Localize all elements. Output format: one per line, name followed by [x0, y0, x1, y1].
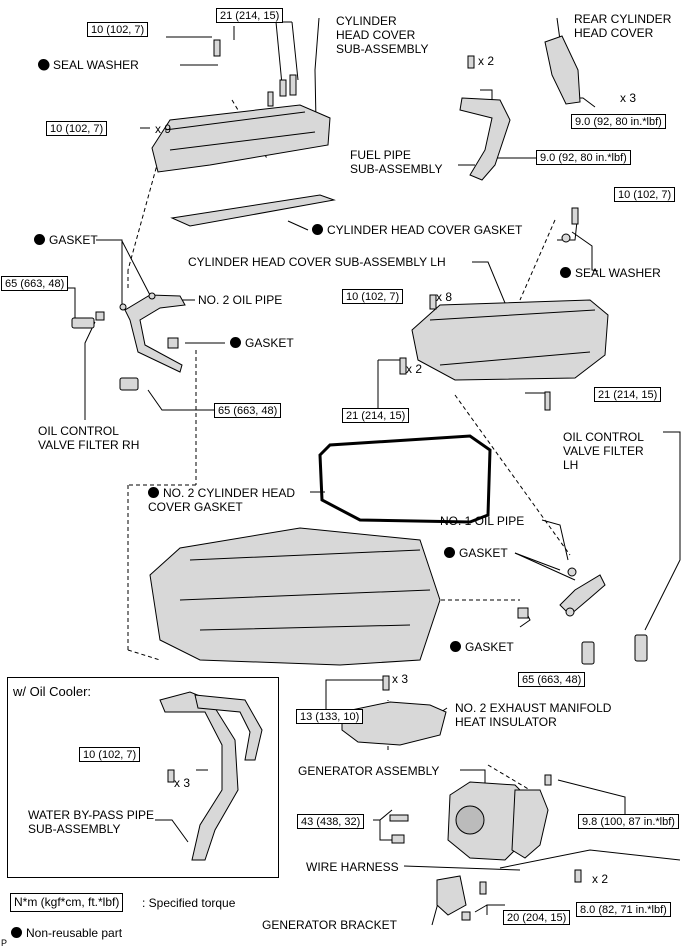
label-cylinder-head-cover: CYLINDER HEAD COVER SUB-ASSEMBLY	[336, 14, 429, 56]
non-reusable-dot	[230, 337, 241, 348]
label-gasket-4: GASKET	[450, 640, 514, 654]
label-gasket-1: GASKET	[34, 233, 98, 247]
label-no2-exhaust-heat-insulator: NO. 2 EXHAUST MANIFOLD HEAT INSULATOR	[455, 701, 612, 729]
qty-x2-wire: x 2	[592, 872, 609, 886]
label-no2-cyl-head-cover-gasket: NO. 2 CYLINDER HEAD COVER GASKET	[148, 486, 295, 514]
torque-13: 13 (133, 10)	[296, 709, 364, 724]
non-reusable-dot	[34, 234, 45, 245]
gasket-text: GASKET	[245, 336, 294, 350]
label-gasket-3: GASKET	[444, 546, 508, 560]
label-seal-washer-2: SEAL WASHER	[560, 266, 661, 280]
gasket-text: GASKET	[465, 640, 514, 654]
label-fuel-pipe: FUEL PIPE SUB-ASSEMBLY	[350, 148, 443, 176]
legend-torque-units: N*m (kgf*cm, ft.*lbf)	[10, 893, 124, 912]
torque-10-e: 10 (102, 7)	[79, 747, 141, 762]
qty-x3-rear: x 3	[620, 91, 637, 105]
torque-9-8: 9.8 (100, 87 in.*lbf)	[578, 814, 679, 829]
torque-10-d: 10 (102, 7)	[342, 289, 404, 304]
label-no2-oil-pipe: NO. 2 OIL PIPE	[198, 293, 283, 307]
label-generator-assembly: GENERATOR ASSEMBLY	[298, 764, 440, 778]
legend-non-reusable: Non-reusable part	[11, 926, 122, 940]
qty-x9: x 9	[155, 122, 172, 136]
torque-65-b: 65 (663, 48)	[214, 403, 282, 418]
non-reusable-dot	[11, 927, 22, 938]
non-reusable-dot	[560, 267, 571, 278]
label-ocv-filter-lh: OIL CONTROL VALVE FILTER LH	[563, 430, 644, 472]
oil-cooler-inset	[7, 677, 279, 878]
torque-65-c: 65 (663, 48)	[518, 672, 586, 687]
torque-43: 43 (438, 32)	[297, 814, 365, 829]
corner-letter: P	[1, 938, 8, 948]
torque-21-c: 21 (214, 15)	[594, 387, 662, 402]
non-reusable-dot	[450, 641, 461, 652]
gasket-text: CYLINDER HEAD COVER GASKET	[327, 223, 523, 237]
torque-65-a: 65 (663, 48)	[1, 276, 69, 291]
gasket-text: GASKET	[459, 546, 508, 560]
torque-21-b: 21 (214, 15)	[342, 408, 410, 423]
label-water-bypass-pipe: WATER BY-PASS PIPE SUB-ASSEMBLY	[28, 808, 155, 836]
non-reusable-dot	[148, 487, 159, 498]
qty-x3-heat: x 3	[392, 672, 409, 686]
label-cyl-head-cover-lh: CYLINDER HEAD COVER SUB-ASSEMBLY LH	[188, 255, 446, 269]
label-cyl-head-cover-gasket: CYLINDER HEAD COVER GASKET	[312, 223, 522, 237]
label-ocv-filter-rh: OIL CONTROL VALVE FILTER RH	[38, 424, 140, 452]
torque-20: 20 (204, 15)	[503, 910, 571, 925]
seal-washer-text: SEAL WASHER	[53, 58, 139, 72]
inset-title: w/ Oil Cooler:	[13, 684, 92, 699]
qty-x2-fuel: x 2	[478, 54, 495, 68]
qty-x3-inset: x 3	[174, 776, 191, 790]
legend-non-reusable-text: Non-reusable part	[26, 926, 123, 940]
torque-21-a: 21 (214, 15)	[216, 8, 284, 23]
torque-10-c: 10 (102, 7)	[614, 187, 676, 202]
torque-10-b: 10 (102, 7)	[46, 121, 108, 136]
label-rear-cylinder-head-cover: REAR CYLINDER HEAD COVER	[574, 12, 672, 40]
label-generator-bracket: GENERATOR BRACKET	[262, 918, 397, 932]
label-wire-harness: WIRE HARNESS	[306, 860, 399, 874]
torque-8-0: 8.0 (82, 71 in.*lbf)	[576, 902, 671, 917]
non-reusable-dot	[38, 59, 49, 70]
non-reusable-dot	[312, 224, 323, 235]
label-gasket-2: GASKET	[230, 336, 294, 350]
legend-torque-desc: : Specified torque	[142, 896, 236, 910]
gasket-text: GASKET	[49, 233, 98, 247]
torque-9-a: 9.0 (92, 80 in.*lbf)	[571, 114, 666, 129]
label-seal-washer-1: SEAL WASHER	[38, 58, 139, 72]
qty-x2-lh: x 2	[406, 362, 423, 376]
torque-10-a: 10 (102, 7)	[87, 22, 149, 37]
non-reusable-dot	[444, 547, 455, 558]
gasket-text: NO. 2 CYLINDER HEAD COVER GASKET	[148, 486, 296, 514]
qty-x8: x 8	[436, 290, 453, 304]
torque-9-b: 9.0 (92, 80 in.*lbf)	[536, 150, 631, 165]
seal-washer-text: SEAL WASHER	[575, 266, 661, 280]
label-no1-oil-pipe: NO. 1 OIL PIPE	[440, 514, 525, 528]
